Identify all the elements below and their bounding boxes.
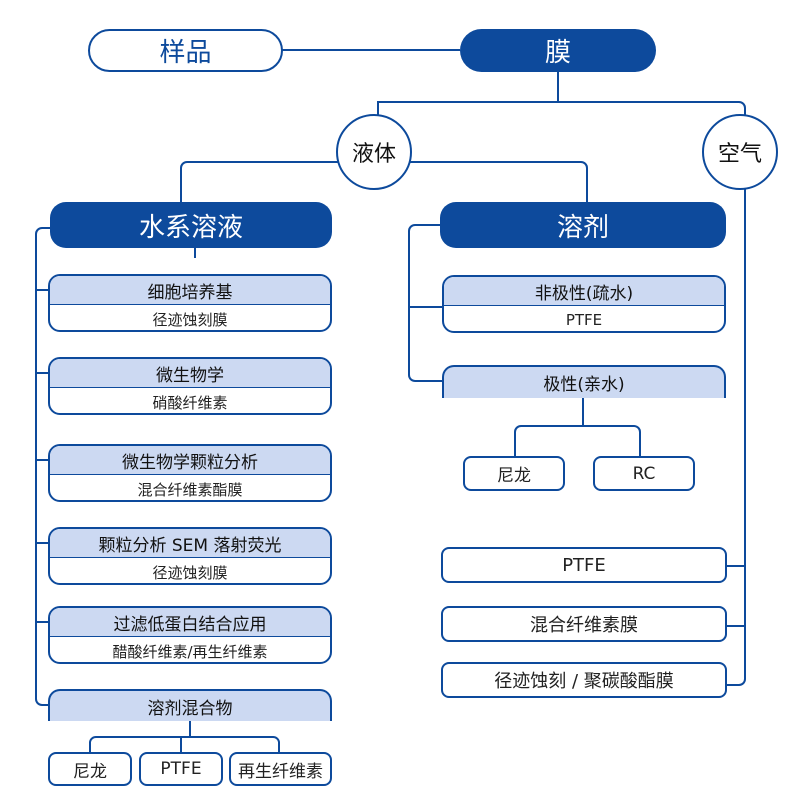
connector-aqueous-trunk [35, 227, 50, 706]
connector-solvent-trunk [408, 224, 442, 382]
card-detail: 硝酸纤维素 [152, 393, 228, 412]
air-leaf-ptfe: PTFE [441, 547, 727, 583]
card-title: 过滤低蛋白结合应用 [50, 608, 330, 637]
card-detail: 径迹蚀刻膜 [152, 310, 228, 329]
connector-liquid-split [180, 161, 588, 202]
connector-air-trunk [727, 188, 746, 686]
air-leaf-track-etched-polycarbonate: 径迹蚀刻 / 聚碳酸酯膜 [441, 662, 727, 698]
air-node: 空气 [702, 114, 778, 190]
aqueous-card-particle-sem: 颗粒分析 SEM 落射荧光 径迹蚀刻膜 [48, 527, 332, 585]
connector-mix-leaves [89, 721, 280, 752]
card-title: 颗粒分析 SEM 落射荧光 [50, 529, 330, 558]
card-detail: 醋酸纤维素/再生纤维素 [112, 642, 268, 661]
polar-leaf-nylon: 尼龙 [463, 456, 565, 491]
solvent-mix-tab: 溶剂混合物 [48, 689, 332, 721]
membrane-node: 膜 [460, 29, 656, 72]
card-title: 微生物学 [50, 359, 330, 388]
aqueous-card-microbiology-particle: 微生物学颗粒分析 混合纤维素酯膜 [48, 444, 332, 502]
aqueous-solution-node: 水系溶液 [50, 202, 332, 248]
solvent-mix-leaf-ptfe: PTFE [139, 752, 223, 786]
card-detail: 径迹蚀刻膜 [152, 563, 228, 582]
aqueous-card-microbiology: 微生物学 硝酸纤维素 [48, 357, 332, 415]
liquid-node: 液体 [336, 114, 412, 190]
connector-membrane-split [377, 72, 746, 118]
solvent-node: 溶剂 [440, 202, 726, 248]
sample-node: 样品 [88, 29, 283, 72]
solvent-mix-leaf-regenerated-cellulose: 再生纤维素 [229, 752, 332, 786]
connector-polar-leaves [514, 398, 641, 456]
aqueous-card-low-protein: 过滤低蛋白结合应用 醋酸纤维素/再生纤维素 [48, 606, 332, 664]
card-detail: PTFE [565, 311, 603, 329]
card-title: 细胞培养基 [50, 276, 330, 305]
aqueous-card-cell-culture: 细胞培养基 径迹蚀刻膜 [48, 274, 332, 332]
solvent-mix-leaf-nylon: 尼龙 [48, 752, 132, 786]
card-title: 微生物学颗粒分析 [50, 446, 330, 475]
solvent-card-nonpolar: 非极性(疏水) PTFE [442, 275, 726, 333]
card-title: 非极性(疏水) [444, 277, 724, 306]
solvent-polar-tab: 极性(亲水) [442, 365, 726, 398]
air-leaf-mixed-cellulose: 混合纤维素膜 [441, 606, 727, 642]
polar-leaf-rc: RC [593, 456, 695, 491]
card-detail: 混合纤维素酯膜 [137, 480, 243, 499]
